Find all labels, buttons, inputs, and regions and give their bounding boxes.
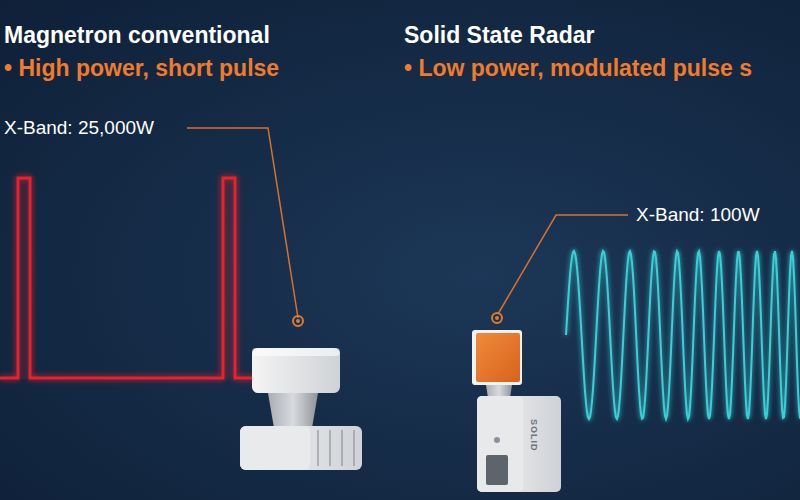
power-label: X-Band: 25,000W — [4, 117, 154, 139]
chirp-wave — [566, 251, 800, 419]
section-heading: Solid State Radar — [404, 22, 594, 48]
feature-bullet: • High power, short pulse — [4, 55, 279, 81]
section-heading: Magnetron conventional — [4, 22, 270, 48]
feature-bullet: • Low power, modulated pulse s — [404, 55, 752, 81]
power-label: X-Band: 100W — [636, 204, 760, 226]
brand-mark: SOLID — [529, 419, 539, 452]
leader-line — [187, 128, 628, 318]
leader-dot — [293, 313, 502, 326]
solid-state-radar — [472, 330, 561, 492]
pulse-wave — [0, 178, 256, 378]
magnetron-radar — [240, 348, 362, 470]
